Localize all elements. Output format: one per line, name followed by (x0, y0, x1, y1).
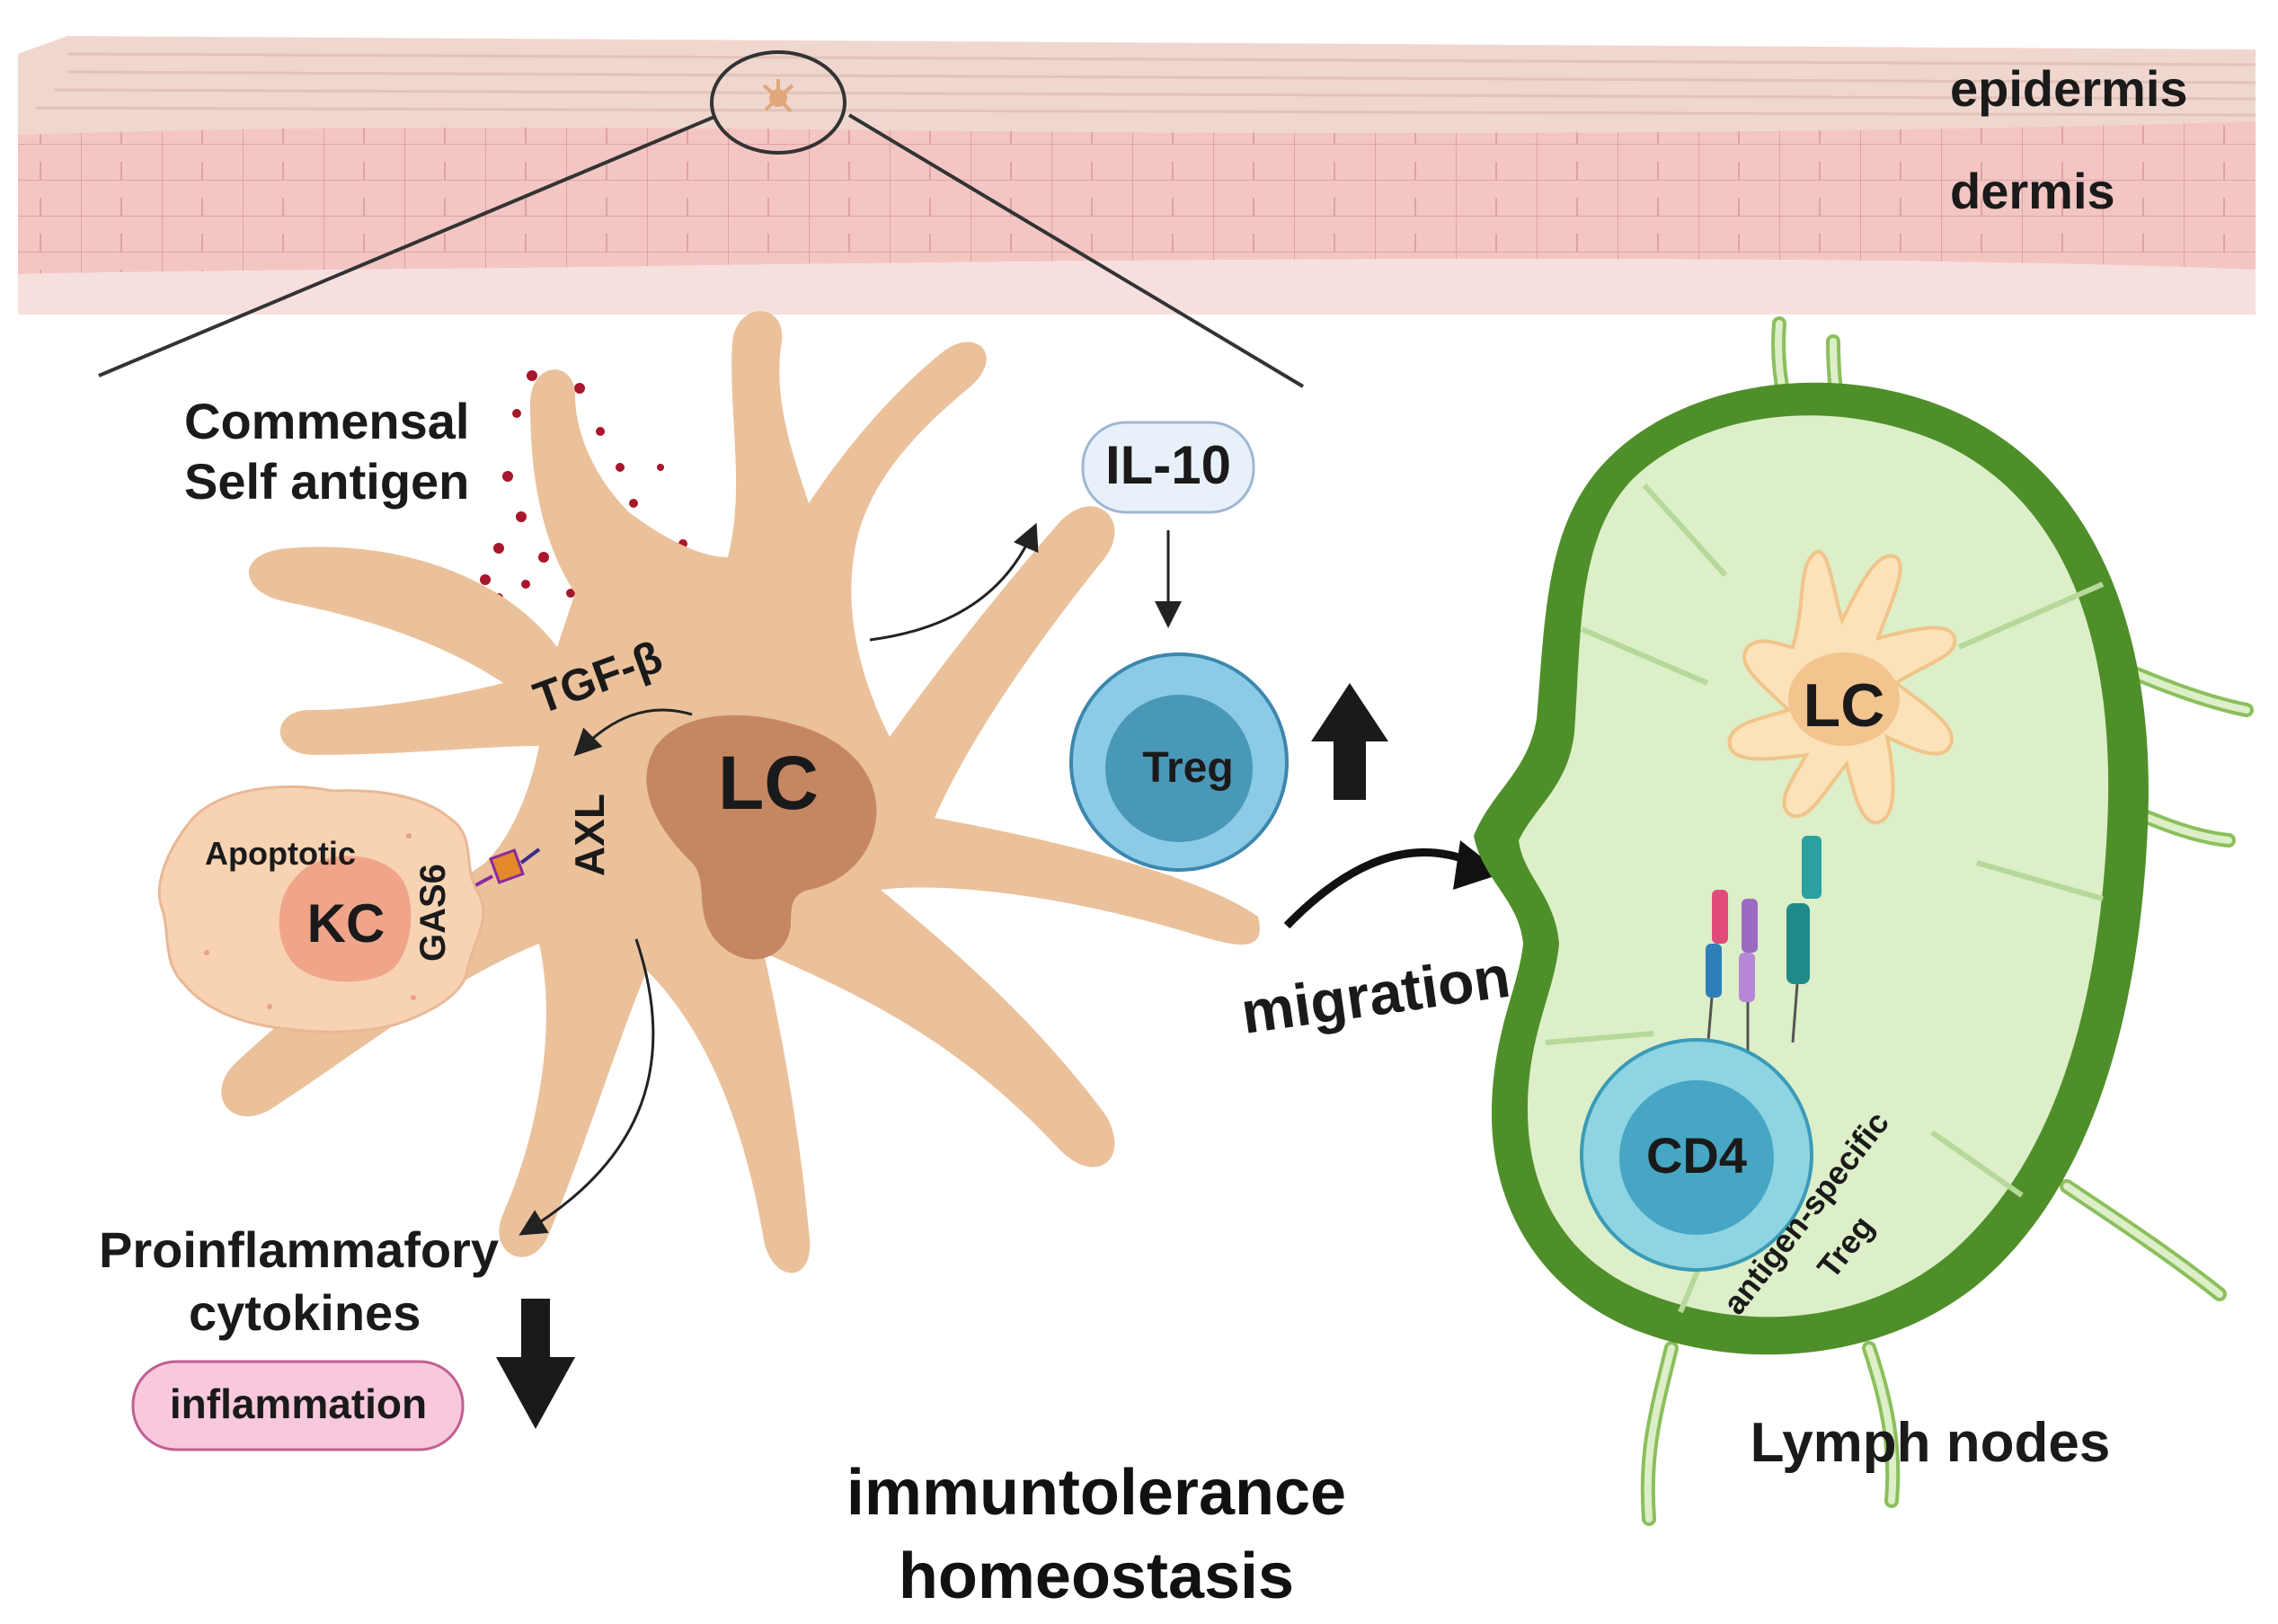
skin-band: epidermis dermis (18, 36, 2256, 388)
outcome-label-line2: homeostasis (899, 1540, 1294, 1612)
epidermis-label: epidermis (1950, 60, 2188, 117)
il10-badge (1081, 421, 1255, 514)
inflammation-label: inflammation (170, 1380, 427, 1427)
lymph-node: LC CD4 antigen-specific Treg (1474, 316, 2254, 1526)
epidermis-stripes (35, 52, 2256, 117)
lymph-nodes-label: Lymph nodes (1751, 1412, 2111, 1474)
kc-state-label: Apoptotic (205, 835, 356, 872)
migration-label: migration (1237, 943, 1514, 1046)
treg-increase-arrow-icon (1311, 683, 1388, 800)
inflammation-badge (131, 1360, 465, 1451)
tcr-mhc-complex-icon (1706, 836, 1822, 1056)
treg-label: Treg (1142, 744, 1233, 792)
outcome-label-line1: immuntolerance (846, 1457, 1346, 1529)
langerhans-cell: LC TGF-β AXL (221, 311, 1260, 1273)
kc-name-label: KC (307, 893, 386, 954)
lymph-node-trabeculae (1545, 483, 2105, 1314)
lc-nucleus-label: LC (718, 741, 819, 825)
tgf-beta-arrow (573, 708, 693, 757)
dermis-cells (18, 121, 2256, 274)
lc-to-cytokines-arrow (519, 938, 655, 1236)
zoom-line-right (847, 113, 1305, 388)
gas6-label: GAS6 (413, 864, 453, 962)
epidermis-lc-icon (762, 79, 794, 113)
antigen-label-line2: Self antigen (184, 453, 469, 510)
axl-label: AXL (566, 794, 613, 876)
lc-to-il10-arrow (869, 522, 1039, 642)
migration-arrow (1283, 847, 1476, 929)
cytokines-decrease-arrow-icon (496, 1299, 575, 1429)
migration-arrowhead (1453, 840, 1502, 890)
kc-nucleus (279, 856, 412, 982)
treg-cell: Treg (1069, 652, 1289, 872)
cd4-label: CD4 (1646, 1127, 1747, 1184)
zoom-line-left (98, 115, 715, 377)
lymph-lc-nucleus (1788, 652, 1900, 746)
lc-nucleus (646, 714, 877, 960)
epidermis-layer (18, 36, 2256, 135)
cytokines-label-line2: cytokines (189, 1284, 421, 1341)
apoptotic-keratinocyte: Apoptotic KC GAS6 (157, 785, 485, 1034)
zoom-circle (710, 50, 846, 155)
cd4-cell: CD4 (1580, 1038, 1813, 1272)
antigen-label-line1: Commensal (184, 393, 469, 449)
lymph-lc-label: LC (1804, 671, 1885, 740)
dermis-label: dermis (1950, 163, 2115, 219)
il10-label: IL-10 (1105, 435, 1231, 495)
cytokines-label-line1: Proinflammafory (99, 1221, 499, 1278)
